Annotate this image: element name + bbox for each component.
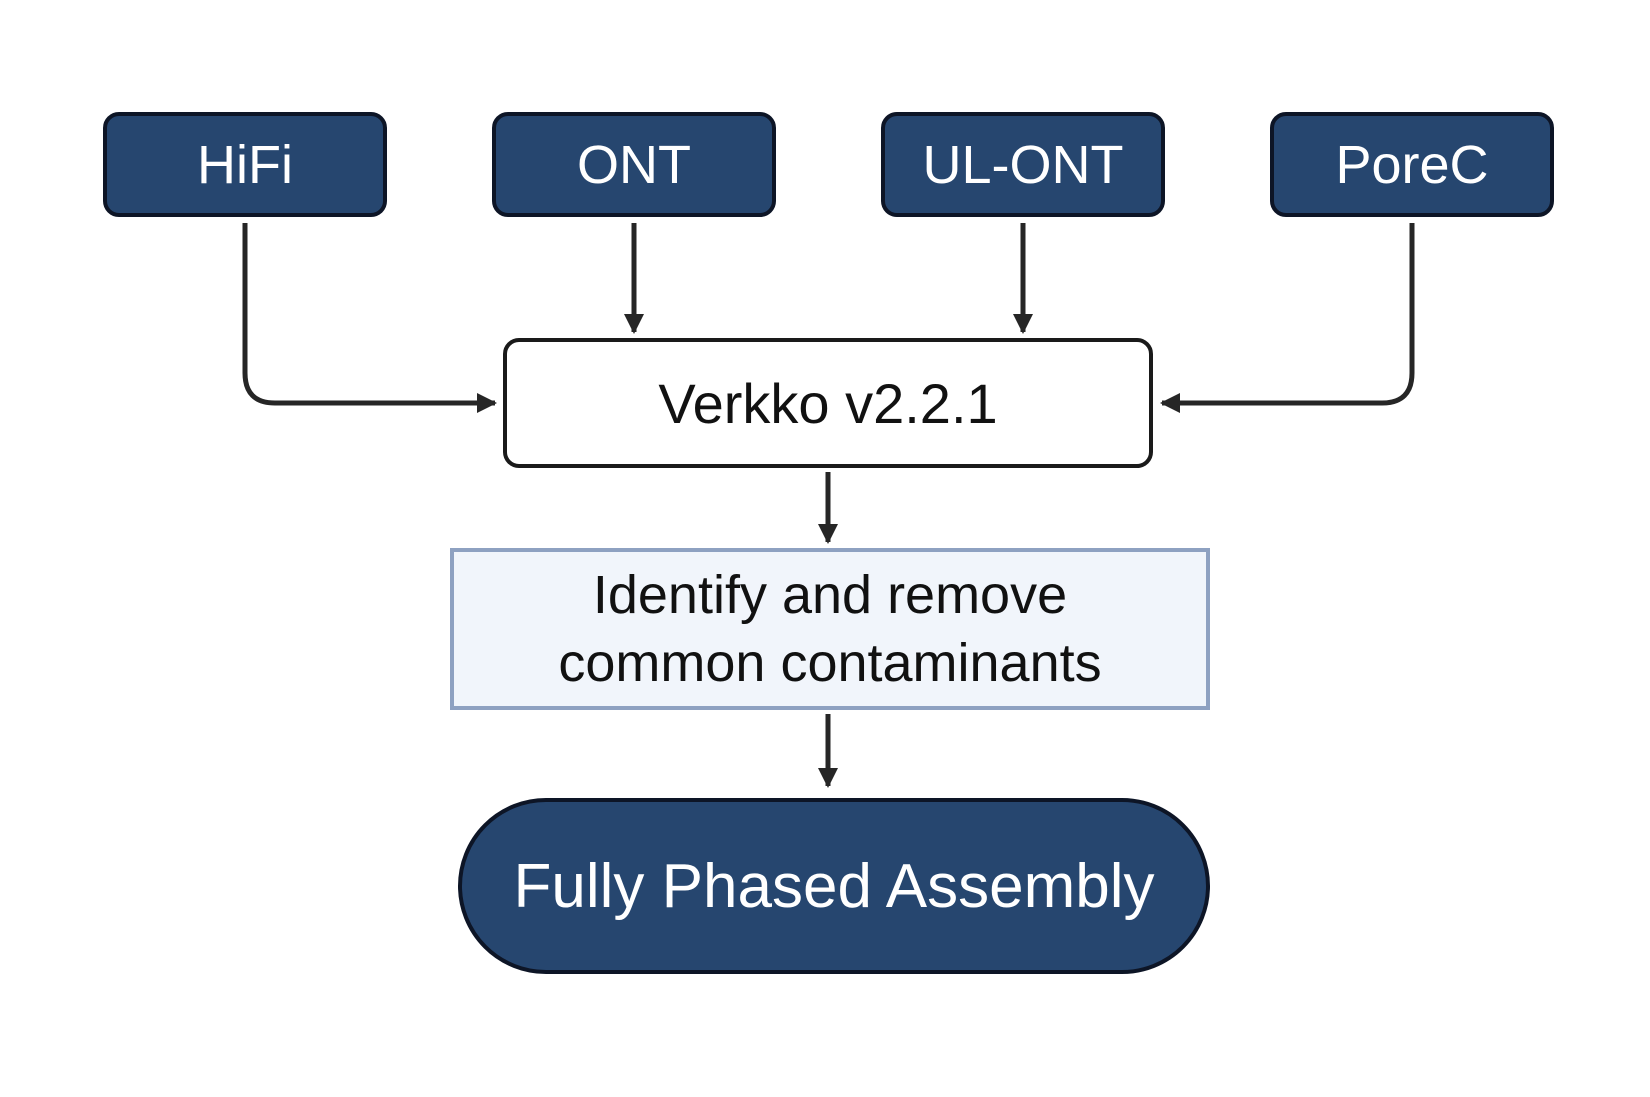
decontamination-line-2: common contaminants xyxy=(558,633,1102,693)
verkko-assembler-label: Verkko v2.2.1 xyxy=(658,371,998,435)
arrow-hifi-to-verkko xyxy=(242,223,497,413)
input-ont-label: ONT xyxy=(577,134,691,195)
decontamination-line-1: Identify and remove xyxy=(592,565,1068,625)
input-hifi-label: HiFi xyxy=(197,134,293,195)
assembly-output-box: Fully Phased Assembly xyxy=(458,798,1210,974)
input-ulont-label: UL-ONT xyxy=(922,134,1124,195)
input-hifi-box: HiFi xyxy=(103,112,387,217)
decontamination-box: Identify and remove common contaminants xyxy=(450,548,1210,710)
input-ont-box: ONT xyxy=(492,112,776,217)
input-porec-label: PoreC xyxy=(1335,134,1489,195)
verkko-assembler-box: Verkko v2.2.1 xyxy=(503,338,1153,468)
assembly-output-label: Fully Phased Assembly xyxy=(513,851,1155,921)
arrow-porec-to-verkko xyxy=(1160,223,1415,413)
input-porec-box: PoreC xyxy=(1270,112,1554,217)
input-ulont-box: UL-ONT xyxy=(881,112,1165,217)
